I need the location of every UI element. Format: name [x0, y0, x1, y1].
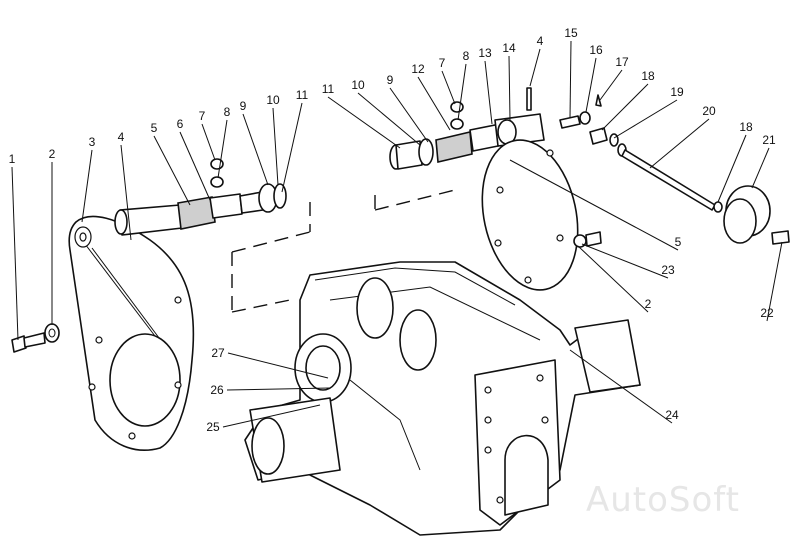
- cap-21: [723, 185, 771, 244]
- callout-label: 14: [502, 41, 516, 55]
- round-cover: [481, 139, 579, 291]
- callout-label: 21: [762, 133, 776, 147]
- callout-label: 9: [387, 73, 394, 87]
- callout-leader: [601, 83, 649, 131]
- callout-leader: [242, 113, 269, 186]
- callout-leader: [201, 123, 216, 161]
- callout-label: 7: [439, 56, 446, 70]
- callout-label: 12: [411, 62, 425, 76]
- callout-leader: [577, 245, 649, 313]
- callout-leader: [417, 76, 451, 131]
- callout-leader: [120, 144, 132, 241]
- callout-leader: [508, 55, 511, 121]
- callout-leader: [11, 166, 19, 341]
- callout-label: 5: [675, 235, 682, 249]
- callout-label: 7: [199, 109, 206, 123]
- callout-label: 25: [206, 420, 220, 434]
- main-housing: [244, 261, 641, 536]
- callout-label: 18: [641, 69, 655, 83]
- adjuster-rod: [589, 127, 723, 213]
- callout-label: 8: [463, 49, 470, 63]
- callout-label: 24: [665, 408, 679, 422]
- callout-leader: [599, 69, 623, 101]
- callout-label: 23: [661, 263, 675, 277]
- callout-leader: [585, 57, 597, 113]
- callout-leader: [581, 243, 669, 279]
- callout-label: 18: [739, 120, 753, 134]
- callout-label: 1: [9, 152, 16, 166]
- cover-plate: [68, 215, 195, 451]
- callout-leader: [222, 404, 321, 428]
- callout-leader: [81, 149, 93, 223]
- callout-leader: [529, 48, 541, 87]
- callout-leader: [751, 147, 770, 189]
- callout-leader: [227, 352, 329, 379]
- callout-leader: [272, 107, 279, 186]
- callout-leader: [509, 159, 679, 251]
- left-shaft-assembly: [114, 158, 287, 236]
- callout-label: 22: [760, 306, 774, 320]
- callout-leader: [717, 134, 747, 203]
- callout-label: 4: [118, 130, 125, 144]
- callout-leader: [389, 87, 429, 143]
- callout-leader: [457, 63, 467, 121]
- callout-leader: [327, 96, 401, 149]
- callout-label: 10: [351, 78, 365, 92]
- callout-leader: [484, 60, 493, 125]
- callout-label: 16: [589, 43, 603, 57]
- callout-leader: [226, 387, 331, 391]
- callout-label: 2: [645, 297, 652, 311]
- watermark: AutoSoft: [585, 480, 740, 520]
- callout-leader: [441, 70, 456, 105]
- callout-leader: [766, 241, 783, 322]
- callout-label: 20: [702, 104, 716, 118]
- callout-label: 8: [224, 105, 231, 119]
- right-shaft-assembly: [389, 87, 602, 170]
- callout-leader: [357, 92, 421, 146]
- callout-leader: [569, 40, 572, 119]
- callout-label: 26: [210, 383, 224, 397]
- callout-leader: [281, 102, 303, 193]
- callout-label: 10: [266, 93, 280, 107]
- callout-label: 15: [564, 26, 578, 40]
- callout-leader: [649, 118, 710, 169]
- callout-label: 11: [296, 88, 309, 102]
- washer-left: [44, 323, 60, 343]
- callout-leader: [613, 99, 678, 139]
- callout-label: 2: [49, 147, 56, 161]
- callout-leader: [153, 135, 191, 206]
- callout-label: 17: [615, 55, 629, 69]
- callout-label: 19: [670, 85, 684, 99]
- bolt-left: [11, 332, 46, 353]
- callout-label: 3: [89, 135, 96, 149]
- callout-label: 5: [151, 121, 158, 135]
- bolt-22: [771, 230, 790, 245]
- callout-label: 11: [322, 82, 335, 96]
- callout-leader: [217, 119, 228, 179]
- callout-label: 13: [478, 46, 492, 60]
- callout-leader: [569, 349, 673, 424]
- callout-label: 9: [240, 99, 247, 113]
- callout-label: 6: [177, 117, 184, 131]
- callout-label: 27: [211, 346, 225, 360]
- callout-label: 4: [537, 34, 544, 48]
- callout-leader: [179, 131, 211, 201]
